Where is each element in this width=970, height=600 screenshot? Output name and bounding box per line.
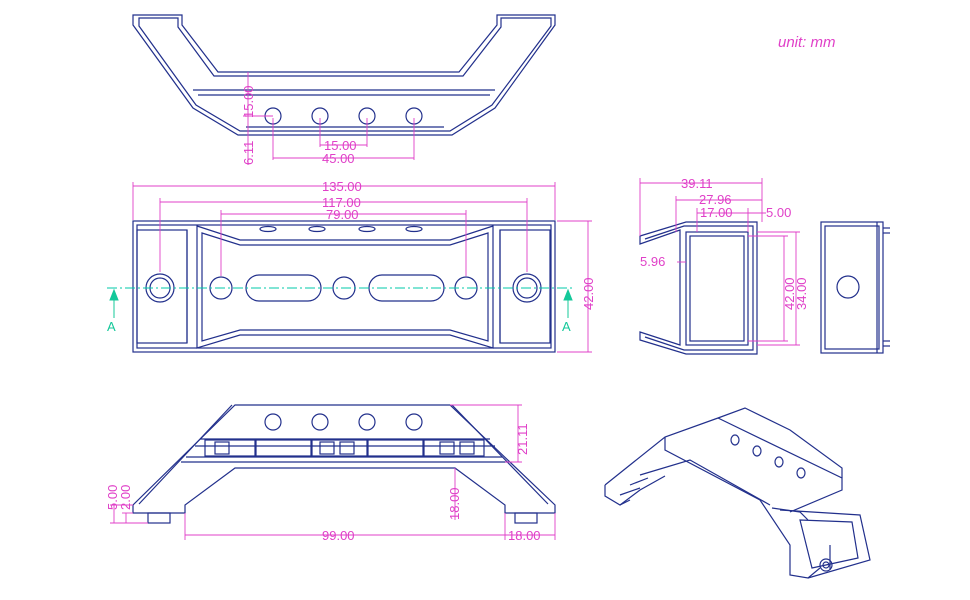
dim-text: 15.00 (241, 85, 256, 118)
dim-text: 17.00 (700, 205, 733, 220)
unit-label: unit: mm (778, 34, 836, 51)
dim-text: 39.11 (681, 176, 713, 191)
dim-text: 15.00 (324, 138, 357, 153)
isometric-view (604, 407, 871, 579)
dim-text: 6.11 (241, 141, 256, 165)
dim-text: 79.00 (326, 207, 359, 222)
front-view-dimensions (132, 182, 592, 353)
hole (264, 413, 282, 431)
hole (358, 413, 376, 431)
dim-text: 42.00 (782, 277, 797, 310)
dim-text: 5.96 (640, 254, 665, 269)
top-view (132, 14, 556, 136)
elevation-view (132, 404, 556, 524)
dim-text: 135.00 (322, 179, 362, 194)
dim-text: 42.00 (581, 277, 596, 310)
dim-text: 18.00 (447, 487, 462, 520)
end-view (820, 221, 890, 354)
dim-text: 34.00 (794, 277, 809, 310)
dim-text: 5.00 (105, 485, 120, 510)
elevation-dimensions (110, 404, 556, 540)
dim-text: 5.00 (766, 205, 791, 220)
hole (311, 413, 329, 431)
hole (836, 275, 860, 299)
section-label: A (562, 319, 571, 334)
section-marker-left (109, 288, 119, 318)
section-marker-right (563, 288, 573, 318)
dim-text: 18.00 (508, 528, 541, 543)
dim-text: 117.00 (322, 195, 361, 210)
section-label: A (107, 319, 116, 334)
dim-text: 45.00 (322, 151, 355, 166)
dim-text: 99.00 (322, 528, 355, 543)
side-view (639, 221, 758, 355)
dim-text: 2.00 (118, 485, 133, 510)
hole (405, 413, 423, 431)
side-view-dimensions (639, 178, 800, 346)
dim-text: 21.11 (515, 423, 530, 455)
front-view (132, 220, 556, 353)
top-view-dimensions (243, 72, 415, 165)
dim-text: 27.96 (699, 192, 732, 207)
